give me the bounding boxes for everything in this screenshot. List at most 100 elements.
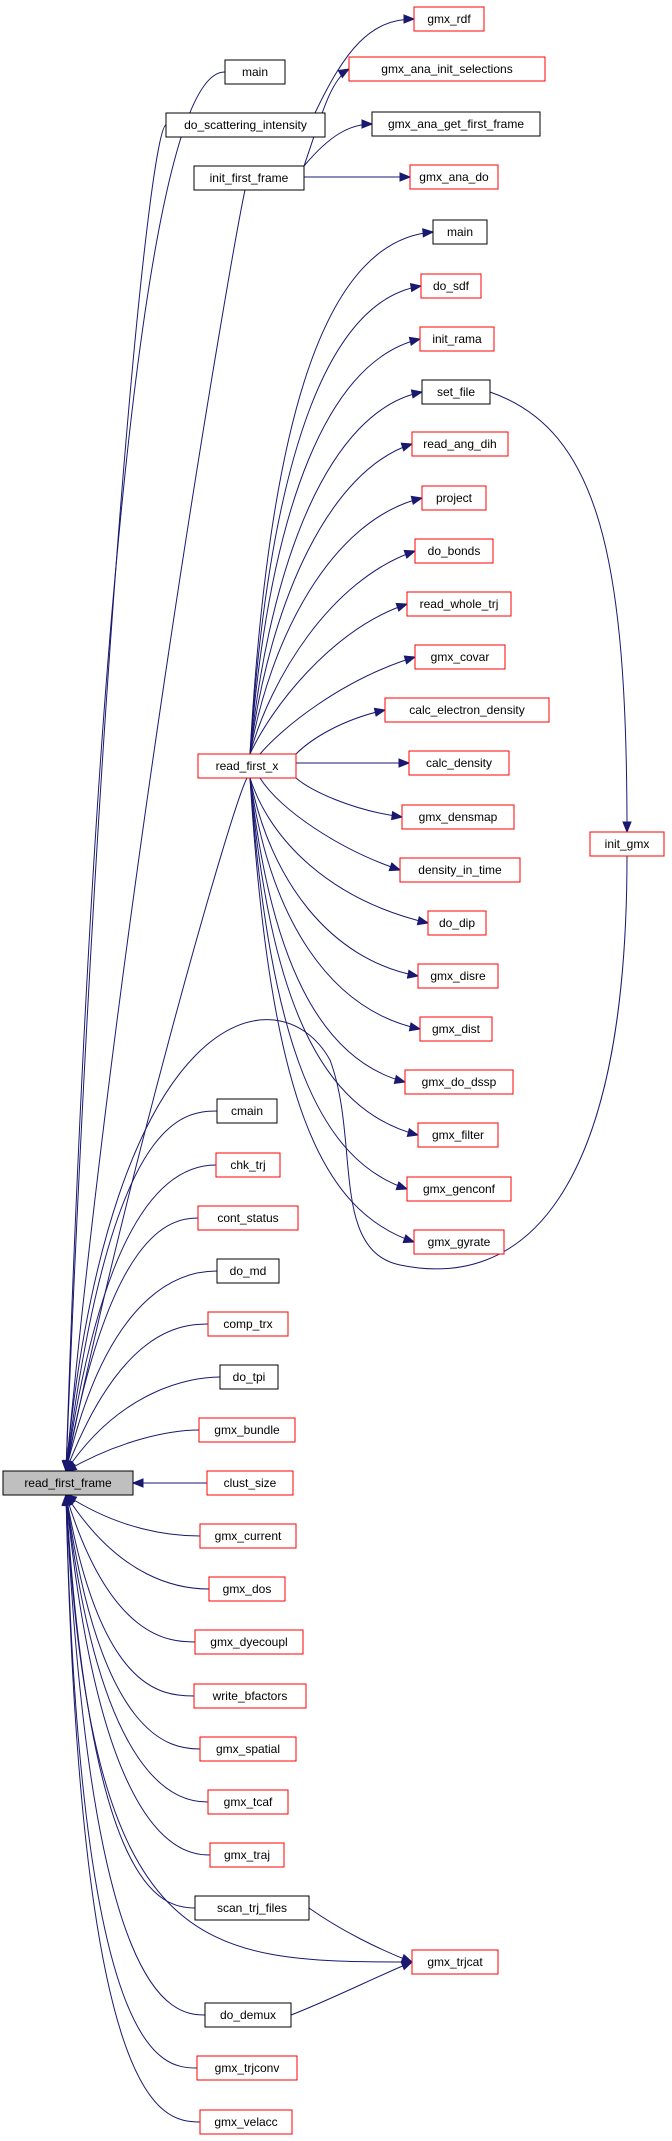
node-gmx-dyecoupl[interactable]: gmx_dyecoupl [194, 1629, 304, 1655]
node-chk-trj[interactable]: chk_trj [215, 1152, 281, 1178]
node-do-scattering-intensity[interactable]: do_scattering_intensity [165, 112, 326, 138]
node-label: density_in_time [418, 863, 502, 877]
node-project[interactable]: project [421, 485, 487, 511]
node-clust-size[interactable]: clust_size [206, 1470, 294, 1496]
node-cont-status[interactable]: cont_status [197, 1205, 299, 1231]
node-read-ang-dih[interactable]: read_ang_dih [411, 431, 509, 457]
node-label: clust_size [224, 1476, 277, 1490]
node-gmx-tcaf[interactable]: gmx_tcaf [207, 1789, 289, 1815]
arrowhead [373, 707, 387, 717]
node-init-gmx[interactable]: init_gmx [589, 831, 665, 857]
arrowhead [406, 969, 420, 979]
arrowhead [337, 68, 351, 79]
node-box [2, 1470, 134, 1496]
node-gmx-ana-get-first-frame[interactable]: gmx_ana_get_first_frame [371, 111, 541, 137]
node-gmx-dos[interactable]: gmx_dos [208, 1576, 286, 1602]
node-init-rama[interactable]: init_rama [419, 326, 495, 352]
node-write-bfactors[interactable]: write_bfactors [193, 1683, 307, 1709]
node-label: gmx_densmap [419, 810, 498, 824]
edge-to-read-first-frame [61, 1493, 413, 1963]
edge-to-read-first-x [249, 495, 424, 755]
node-gmx-genconf[interactable]: gmx_genconf [406, 1176, 512, 1202]
node-box [404, 1069, 514, 1095]
edge-to-read-first-frame [64, 1494, 201, 1537]
node-do-md[interactable]: do_md [216, 1258, 280, 1284]
arrowhead [400, 1961, 414, 1971]
arrowhead [402, 1234, 416, 1244]
node-gmx-traj[interactable]: gmx_traj [209, 1842, 285, 1868]
node-box [193, 165, 305, 191]
node-read-first-frame[interactable]: read_first_frame [2, 1470, 134, 1496]
node-calc-density[interactable]: calc_density [408, 750, 510, 776]
node-do-sdf[interactable]: do_sdf [420, 273, 482, 299]
node-label: gmx_do_dssp [422, 1075, 497, 1089]
edge-to-read-first-frame [131, 1478, 207, 1488]
edge-to-read-first-x [249, 777, 420, 1137]
node-calc-electron-density[interactable]: calc_electron_density [384, 697, 550, 723]
node-do-tpi[interactable]: do_tpi [219, 1364, 279, 1390]
node-label: gmx_velacc [214, 2115, 277, 2129]
edge-to-read-first-x [259, 655, 417, 755]
node-box [420, 273, 482, 299]
node-gmx-rdf[interactable]: gmx_rdf [413, 6, 485, 32]
node-read-first-x[interactable]: read_first_x [197, 753, 297, 779]
node-gmx-trjcat[interactable]: gmx_trjcat [411, 1949, 499, 1975]
node-do-bonds[interactable]: do_bonds [414, 538, 494, 564]
node-label: gmx_ana_do [419, 170, 489, 184]
node-label: gmx_ana_init_selections [381, 62, 512, 76]
node-gmx-ana-do[interactable]: gmx_ana_do [409, 164, 499, 190]
node-density-in-time[interactable]: density_in_time [399, 857, 521, 883]
node-gmx-densmap[interactable]: gmx_densmap [401, 804, 515, 830]
node-gmx-disre[interactable]: gmx_disre [417, 963, 499, 989]
edge-to-read-first-frame [64, 1493, 196, 1643]
node-read-whole-trj[interactable]: read_whole_trj [406, 591, 512, 617]
node-gmx-gyrate[interactable]: gmx_gyrate [413, 1229, 505, 1255]
edge-to-read-first-x [249, 777, 409, 1191]
node-box [209, 1842, 285, 1868]
node-label: calc_density [426, 756, 492, 770]
arrowhead [131, 1478, 144, 1488]
node-box [411, 431, 509, 457]
node-label: cmain [231, 1104, 263, 1118]
node-comp-trx[interactable]: comp_trx [207, 1311, 289, 1337]
node-gmx-trjconv[interactable]: gmx_trjconv [196, 2055, 298, 2081]
node-set-file[interactable]: set_file [421, 379, 491, 405]
node-gmx-ana-init-selections[interactable]: gmx_ana_init_selections [348, 56, 546, 82]
node-label: do_md [230, 1264, 267, 1278]
node-gmx-do-dssp[interactable]: gmx_do_dssp [404, 1069, 514, 1095]
node-gmx-bundle[interactable]: gmx_bundle [198, 1417, 296, 1443]
arrowhead [64, 1461, 78, 1472]
edge-to-read-first-x [259, 777, 402, 872]
node-gmx-dist[interactable]: gmx_dist [419, 1016, 493, 1042]
node-label: gmx_tcaf [224, 1795, 273, 1809]
node-gmx-current[interactable]: gmx_current [199, 1523, 297, 1549]
node-gmx-spatial[interactable]: gmx_spatial [199, 1736, 297, 1762]
node-gmx-filter[interactable]: gmx_filter [417, 1122, 499, 1148]
arrowhead [395, 602, 409, 612]
node-gmx-covar[interactable]: gmx_covar [414, 644, 506, 670]
node-main1[interactable]: main [224, 59, 286, 85]
node-label: cont_status [217, 1211, 278, 1225]
node-cmain[interactable]: cmain [216, 1098, 278, 1124]
arrowhead [403, 14, 416, 24]
node-main2[interactable]: main [432, 219, 488, 245]
arrowhead [393, 1074, 407, 1084]
edge-to-read-first-frame [62, 1493, 209, 1803]
node-box [408, 750, 510, 776]
node-box [194, 1629, 304, 1655]
node-label: gmx_disre [430, 969, 486, 983]
node-box [421, 485, 487, 511]
edge-to-scan-trj-files [308, 1907, 414, 1963]
edge-to-init-first-frame [303, 68, 351, 167]
node-do-dip[interactable]: do_dip [427, 910, 487, 936]
node-init-first-frame[interactable]: init_first_frame [193, 165, 305, 191]
node-do-demux[interactable]: do_demux [204, 2002, 292, 2028]
arrowhead [391, 810, 404, 821]
node-gmx-velacc[interactable]: gmx_velacc [199, 2109, 293, 2135]
node-label: comp_trx [223, 1317, 272, 1331]
node-label: gmx_trjcat [427, 1955, 483, 1969]
node-label: do_bonds [428, 544, 481, 558]
node-label: calc_electron_density [409, 703, 524, 717]
node-scan-trj-files[interactable]: scan_trj_files [194, 1895, 310, 1921]
node-box [207, 1789, 289, 1815]
